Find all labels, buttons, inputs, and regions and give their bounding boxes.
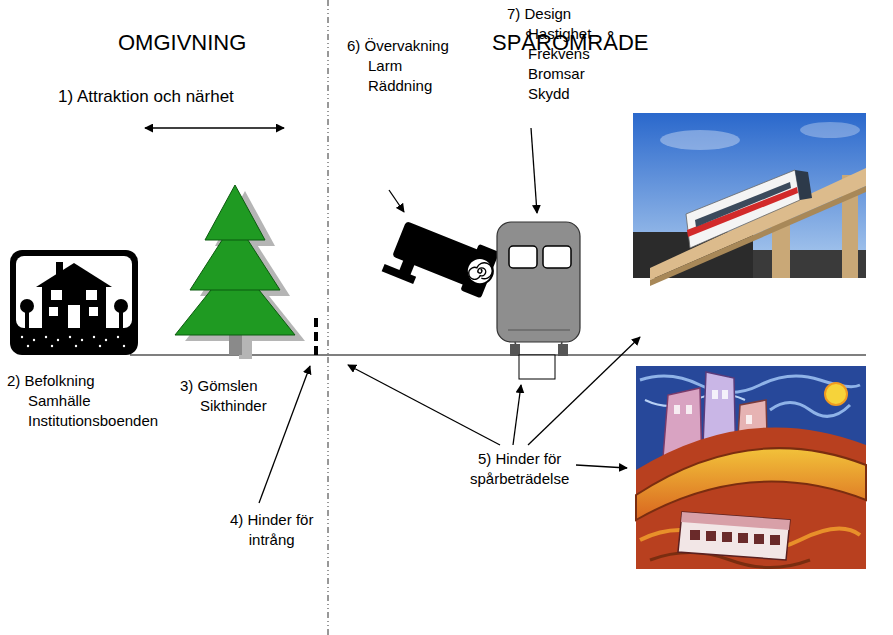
painting-clipart — [722, 532, 732, 542]
house-icon — [56, 262, 63, 276]
train-front — [497, 222, 580, 342]
train-front — [519, 355, 555, 379]
painting-clipart — [706, 531, 716, 541]
monorail-photo — [650, 168, 866, 280]
house-icon — [45, 336, 47, 338]
house-icon — [99, 345, 101, 347]
camera-icon — [382, 264, 417, 284]
train-front — [508, 330, 570, 331]
painting-clipart — [678, 512, 790, 560]
monorail-photo — [633, 113, 866, 286]
house-icon — [123, 345, 125, 347]
house-icon — [81, 339, 83, 341]
house-icon — [69, 336, 71, 338]
painting-clipart — [636, 427, 866, 569]
house-icon — [105, 339, 107, 341]
painting-clipart — [712, 390, 718, 399]
house-icon — [86, 290, 97, 300]
house-icon — [117, 336, 119, 338]
monorail-photo — [686, 170, 800, 248]
callout-label: 6) Övervakning Larm Räddning — [347, 36, 449, 96]
house-icon — [21, 336, 23, 338]
leader-arrow — [531, 128, 537, 213]
callout-label: 2) Befolkning Samhälle Institutionsboend… — [7, 371, 158, 431]
house-icon — [25, 310, 29, 328]
monorail-photo — [800, 122, 860, 138]
painting-clipart — [754, 534, 764, 544]
house-icon — [42, 285, 106, 328]
house-icon — [75, 345, 77, 347]
monorail-photo — [795, 170, 812, 200]
house-icon — [16, 256, 132, 328]
leader-arrow — [389, 190, 404, 212]
house-icon — [33, 339, 35, 341]
painting-clipart — [722, 390, 728, 399]
train-front — [543, 246, 571, 268]
painting-clipart — [825, 383, 847, 405]
painting-clipart — [674, 405, 680, 414]
house-icon — [68, 305, 80, 328]
house-icon — [93, 336, 95, 338]
monorail-photo — [687, 187, 798, 237]
barrier-dashes — [314, 318, 318, 360]
callout-label: 4) Hinder för intrång — [230, 510, 313, 550]
pine-tree — [205, 185, 265, 240]
house-icon — [49, 307, 58, 316]
house-icon — [21, 336, 125, 347]
train-front — [558, 344, 568, 356]
house-icon — [10, 250, 138, 355]
leader-arrow — [513, 385, 521, 445]
double-arrow — [145, 127, 284, 128]
house-icon — [51, 290, 62, 300]
leader-arrow — [259, 366, 310, 503]
painting-clipart — [690, 530, 700, 540]
monorail-photo — [695, 182, 791, 227]
painting-clipart — [674, 390, 752, 424]
callout-label: 1) Attraktion och närhet — [58, 86, 234, 108]
camera-icon — [460, 244, 499, 299]
painting-clipart — [681, 512, 790, 530]
leader-arrow — [348, 365, 500, 445]
pine-tree — [175, 185, 305, 359]
monorail-photo — [660, 130, 740, 150]
train-front — [510, 344, 520, 356]
house-icon — [36, 263, 112, 287]
leader-arrow — [528, 337, 640, 445]
pine-tree — [229, 333, 242, 355]
painting-clipart — [738, 533, 748, 543]
camera-icon — [467, 258, 495, 285]
house-icon — [51, 345, 53, 347]
painting-clipart — [636, 366, 866, 569]
leader-arrow — [576, 465, 627, 468]
house-icon — [89, 307, 98, 316]
camera-icon — [382, 214, 502, 310]
pine-tree — [175, 185, 295, 335]
callout-label: 5) Hinder för spårbeträdelse — [470, 449, 569, 489]
callout-label: 3) Gömslen Sikthinder — [180, 376, 267, 416]
train-front — [509, 246, 537, 268]
region-heading: OMGIVNING — [118, 30, 246, 56]
painting-clipart — [636, 366, 866, 569]
painting-clipart — [770, 535, 780, 545]
house-icon — [57, 339, 59, 341]
train-front — [497, 222, 580, 379]
house-icon — [27, 345, 29, 347]
callout-label: 7) Design Hastighet Frekvens Bromsar Sky… — [507, 4, 591, 104]
house-icon — [10, 250, 138, 355]
camera-icon — [463, 254, 497, 288]
house-icon — [119, 310, 123, 328]
painting-clipart — [746, 415, 752, 424]
painting-clipart — [686, 405, 692, 414]
painting-clipart — [690, 530, 780, 545]
painting-clipart — [636, 448, 866, 520]
region-divider — [328, 0, 329, 635]
